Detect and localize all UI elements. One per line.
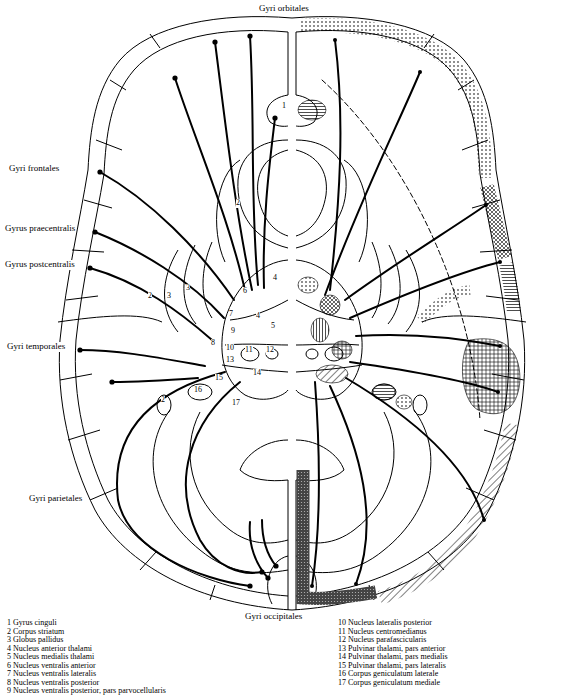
gyrus-label: Gyrus postcentralis [4,260,76,270]
callout-number: 1 [282,102,286,111]
legend-entry: 17 Corpus geniculatum mediale [337,679,441,688]
callout-number: 10 [226,344,234,353]
callout-number: 13 [226,356,234,365]
callout-number: 4 [256,312,260,321]
callout-number: 4 [273,274,277,283]
callout-number: 7 [229,310,233,319]
callout-number: 11 [245,346,253,355]
callout-number: 3 [167,292,171,301]
legend-entry: 12 Nucleus parafascicularis [337,636,427,645]
legend-entry: 1 Gyrus cinguli [6,619,58,628]
legend-entry: 7 Nucleus ventralis lateralis [6,670,97,679]
gyrus-label: Gyri frontales [8,164,60,174]
legend-entry: 9 Nucleus ventralis posterior, pars parv… [6,687,167,696]
callout-number: 15 [215,374,223,383]
legend-entry: 16 Corpus geniculatum laterale [337,670,439,679]
legend-entry: 10 Nucleus lateralis posterior [337,619,433,628]
legend-entry: 14 Pulvinar thalami, pars medialis [337,653,449,662]
legend-entry: 5 Nucleus medialis thalami [6,653,95,662]
callout-number: 14 [253,369,261,378]
thalamocortical-fibres [80,36,500,586]
callout-number: 3 [186,284,190,293]
callout-number: 8 [211,339,215,348]
legend-entry: 13 Pulvinar thalami, pars anterior [337,645,446,654]
legend-entry: 15 Pulvinar thalami, pars lateralis [337,662,447,671]
gyrus-label: Gyri occipitales [244,612,303,622]
fibre-terminal-dots [77,33,502,588]
callout-number: 9 [231,327,235,336]
callout-number: 2 [161,396,165,405]
callout-number: 6 [243,287,247,296]
gyrus-label: Gyri orbitales [258,4,310,14]
gyrus-label: Gyri temporales [6,342,66,352]
callout-number: 12 [266,346,274,355]
legend-entry: 6 Nucleus ventralis anterior [6,662,97,671]
legend-entry: 8 Nucleus ventralis posterior [6,679,100,688]
gyrus-label: Gyrus praecentralis [4,224,76,234]
callout-number: 5 [271,322,275,331]
legend-entry: 2 Corpus striatum [6,628,65,637]
gyrus-label: Gyri parietales [28,494,83,504]
callout-number: 2 [236,199,240,208]
cortical-projection-areas [298,25,520,598]
callout-number: 16 [194,386,202,395]
legend-entry: 4 Nucleus anterior thalami [6,645,93,654]
legend-entry: 3 Globus pallidus [6,636,64,645]
callout-number: 17 [232,399,240,408]
callout-number: 2 [148,292,152,301]
legend-entry: 11 Nucleus centromedianus [337,628,428,637]
